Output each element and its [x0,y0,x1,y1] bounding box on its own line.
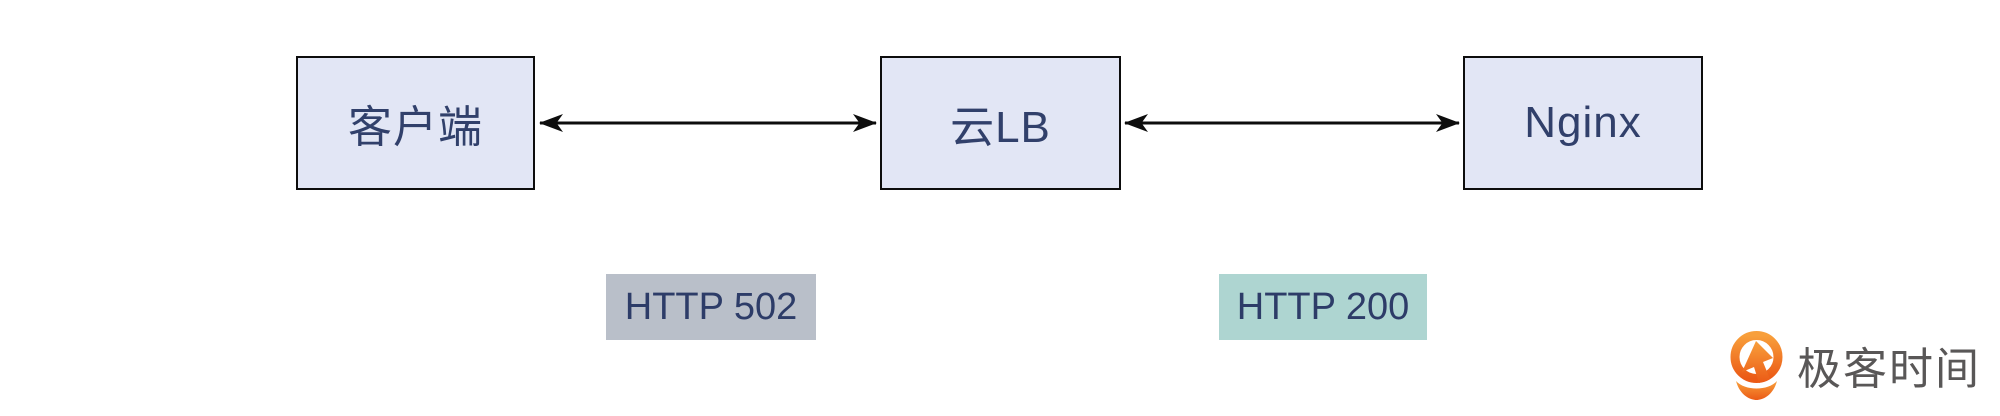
status-label-http-200: HTTP 200 [1219,274,1427,340]
geektime-logo: 极客时间 [1728,330,1981,400]
node-nginx: Nginx [1463,56,1703,190]
status-label-http-502: HTTP 502 [606,274,816,340]
node-cloud-lb-label: 云LB [950,103,1051,152]
geektime-pin-arrow-icon [1730,331,1783,400]
node-cloud-lb: 云LB [880,56,1121,190]
node-nginx-label: Nginx [1524,98,1642,147]
node-client-label: 客户端 [348,103,483,152]
geektime-logo-text: 极客时间 [1797,345,1981,394]
node-client: 客户端 [296,56,535,190]
